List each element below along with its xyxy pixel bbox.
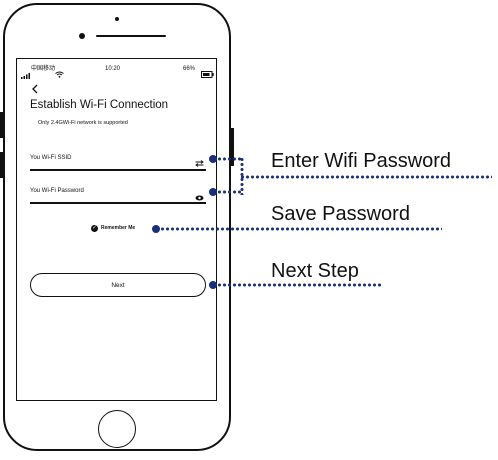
next-button[interactable]: Next xyxy=(30,273,206,297)
phone-earpiece-dot xyxy=(115,17,119,21)
carrier-name: 中国移动 xyxy=(31,66,56,72)
back-arrow-icon[interactable] xyxy=(31,81,39,94)
remember-me-label[interactable]: Remember Me xyxy=(101,225,136,231)
callout-next-step: Next Step xyxy=(271,260,359,282)
page-subtitle: Only 2.4GWi-Fi network is supported xyxy=(38,120,128,126)
signal-icon xyxy=(21,66,30,79)
status-time: 10:20 xyxy=(105,66,121,72)
phone-camera xyxy=(79,33,85,39)
callout-line xyxy=(160,227,442,231)
phone-side-button xyxy=(0,112,3,138)
home-button[interactable] xyxy=(98,410,136,448)
callout-enter-wifi-password: Enter Wifi Password xyxy=(271,150,452,172)
wifi-icon xyxy=(55,65,64,78)
callout-anchor-ssid xyxy=(209,155,217,163)
password-field-label[interactable]: You Wi-Fi Password xyxy=(30,188,84,194)
battery-percent: 66% xyxy=(183,66,196,72)
show-password-eye-icon[interactable] xyxy=(195,188,204,201)
callout-anchor-remember xyxy=(152,225,160,233)
phone-side-button xyxy=(231,128,234,166)
ssid-field-label[interactable]: You Wi-Fi SSID xyxy=(30,155,72,161)
page-title: Establish Wi-Fi Connection xyxy=(30,99,169,111)
callout-line xyxy=(217,283,383,287)
battery-icon xyxy=(201,65,214,78)
phone-speaker-grille xyxy=(96,35,166,37)
remember-me-check-icon[interactable]: ✓ xyxy=(91,225,98,232)
password-field-underline xyxy=(30,202,206,204)
callout-anchor-password xyxy=(209,188,217,196)
callout-line xyxy=(240,175,492,179)
ssid-field-underline xyxy=(30,169,206,171)
callout-line xyxy=(217,190,243,194)
phone-side-button xyxy=(0,152,3,178)
switch-network-icon[interactable] xyxy=(195,154,204,167)
callout-save-password: Save Password xyxy=(271,203,410,225)
callout-line xyxy=(217,157,243,161)
callout-anchor-next xyxy=(209,281,217,289)
